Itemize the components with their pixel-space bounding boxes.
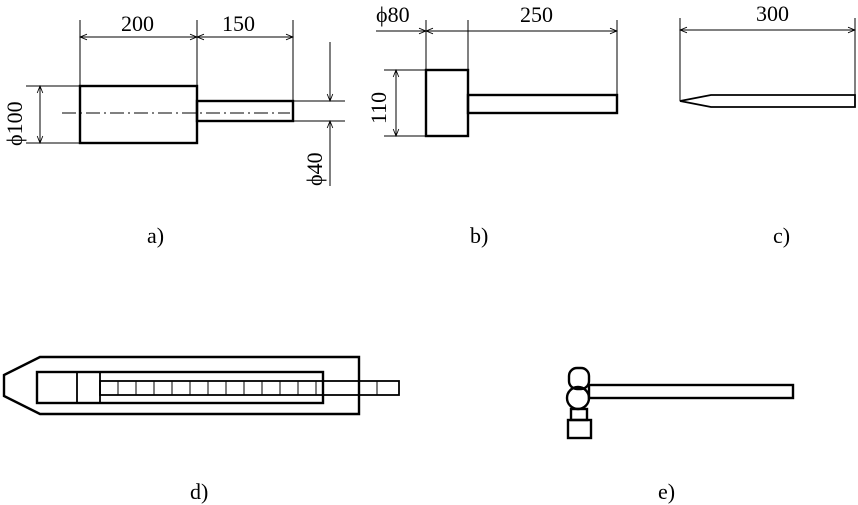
figure-b-handle — [466, 93, 619, 115]
figure-e-handle — [587, 383, 795, 400]
figure-e-caption: e) — [658, 479, 675, 504]
figure-b-dim-110: 110 — [366, 92, 391, 124]
figure-e-top-cap — [567, 366, 591, 391]
figure-a-dim-200: 200 — [121, 11, 154, 36]
figure-b-caption: b) — [470, 223, 488, 248]
figure-d-caption: d) — [190, 479, 208, 504]
figure-a-shaft — [195, 99, 295, 123]
figure-c-dim-300: 300 — [756, 1, 789, 26]
figure-c: 300 c) — [680, 1, 855, 248]
figure-e-base — [566, 418, 593, 440]
figure-e: e) — [565, 366, 795, 504]
figure-d-rod-segments — [117, 381, 378, 395]
figure-a-dim-phi40: ϕ40 — [302, 152, 327, 186]
figure-d-outer-sleeve — [2, 355, 361, 416]
figure-e-neck — [569, 407, 589, 422]
figure-e-ball — [565, 385, 591, 411]
figure-a-dim-phi100: ϕ100 — [2, 101, 27, 146]
figure-d-rod — [99, 380, 400, 396]
figure-a-body — [78, 84, 199, 145]
figure-d-inner-block — [76, 371, 101, 404]
figure-b-head — [424, 68, 470, 138]
figure-c-caption: c) — [773, 223, 790, 248]
figure-d: d) — [2, 355, 400, 504]
figure-b-dim-phi80: ϕ80 — [376, 2, 410, 27]
figure-a-caption: a) — [147, 223, 164, 248]
figure-b: ϕ80 250 110 b) — [366, 2, 619, 248]
figure-a: 200 150 ϕ100 ϕ40 a) — [2, 11, 345, 248]
figure-d-inner-frame — [35, 370, 325, 405]
figure-c-bar — [679, 94, 856, 108]
figure-a-dim-150: 150 — [222, 11, 255, 36]
figure-b-dim-250: 250 — [520, 2, 553, 27]
